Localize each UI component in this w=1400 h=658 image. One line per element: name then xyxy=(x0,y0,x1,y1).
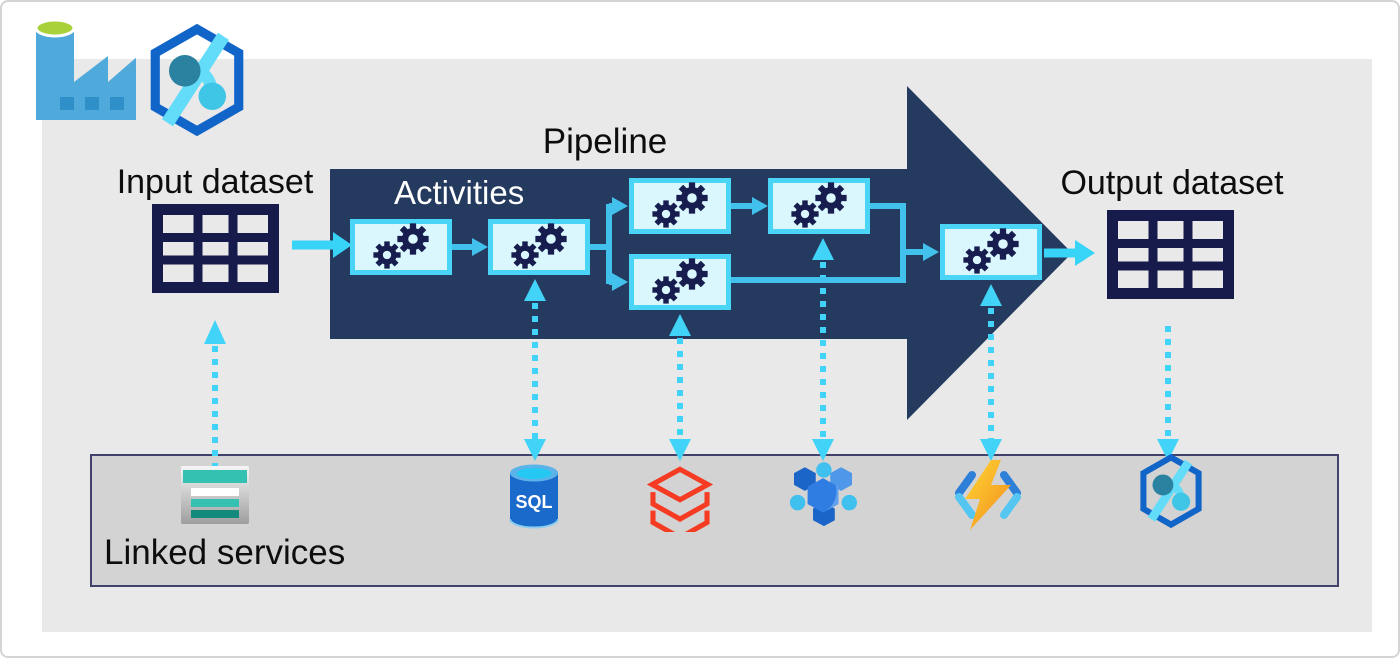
input-dataset-label: Input dataset xyxy=(116,163,314,201)
activity-box-3 xyxy=(632,181,729,232)
activities-label: Activities xyxy=(394,174,525,211)
azure-functions-icon xyxy=(955,460,1021,530)
pipeline-arrow xyxy=(330,86,1072,420)
activity-connectors xyxy=(452,203,924,285)
pipeline-label: Pipeline xyxy=(542,122,668,161)
input-output-lines xyxy=(292,240,1076,258)
activity-box-5 xyxy=(771,181,868,232)
activity-box-1 xyxy=(353,222,450,273)
activity-box-6 xyxy=(943,227,1040,278)
databricks-icon xyxy=(646,466,714,532)
factory-icon xyxy=(34,18,136,120)
activity-box-2 xyxy=(491,222,588,273)
connector-arrowheads xyxy=(472,197,939,291)
azure-batch-icon xyxy=(789,462,857,527)
data-factory-hexagon-icon xyxy=(150,24,244,136)
input-dataset-table-icon xyxy=(157,209,274,288)
dotted-arrowheads xyxy=(204,238,1179,461)
activity-box-4 xyxy=(632,257,729,308)
output-dataset-table-icon xyxy=(1112,215,1229,294)
linked-services-label: Linked services xyxy=(104,533,346,572)
table-list-icon xyxy=(181,466,249,524)
sql-label: SQL xyxy=(515,492,552,512)
output-dataset-label: Output dataset xyxy=(1060,164,1284,202)
sql-database-icon: SQL xyxy=(509,464,559,529)
input-output-arrowheads xyxy=(333,232,1095,266)
data-factory-small-icon xyxy=(1140,454,1202,528)
linked-services-box xyxy=(90,454,1339,587)
